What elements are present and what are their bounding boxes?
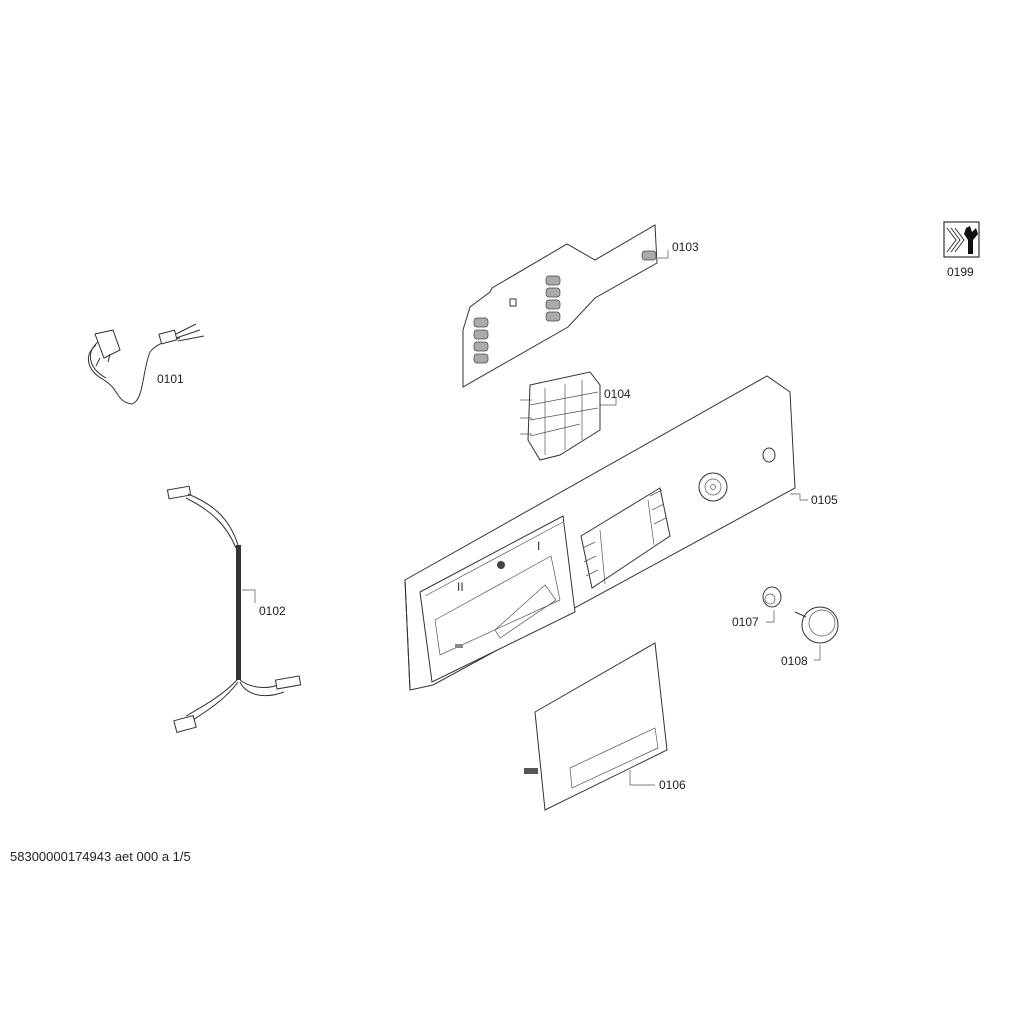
power-cord-part[interactable] [88, 323, 205, 405]
part-label-0107: 0107 [732, 615, 759, 629]
part-label-0108: 0108 [781, 654, 808, 668]
part-label-0102: 0102 [259, 604, 286, 618]
part-label-0106: 0106 [659, 778, 686, 792]
wire-harness-part[interactable] [166, 485, 302, 733]
electronic-module-part[interactable] [520, 371, 617, 461]
compartment-2-mark: II [457, 580, 464, 594]
compartment-1-mark: I [537, 539, 540, 553]
service-wrench-icon[interactable] [943, 221, 980, 258]
dispenser-handle-part[interactable] [524, 642, 668, 811]
small-knob-part[interactable] [762, 586, 782, 623]
program-knob-part[interactable] [794, 606, 839, 661]
part-label-0101: 0101 [157, 372, 184, 386]
control-panel-fascia-part[interactable] [404, 375, 808, 691]
control-pcb-part[interactable] [462, 224, 669, 388]
part-label-0103: 0103 [672, 240, 699, 254]
drawing-reference-footer: 58300000174943 aet 000 a 1/5 [10, 849, 191, 864]
part-label-0105: 0105 [811, 493, 838, 507]
part-label-0104: 0104 [604, 387, 631, 401]
part-label-0199: 0199 [947, 265, 974, 279]
